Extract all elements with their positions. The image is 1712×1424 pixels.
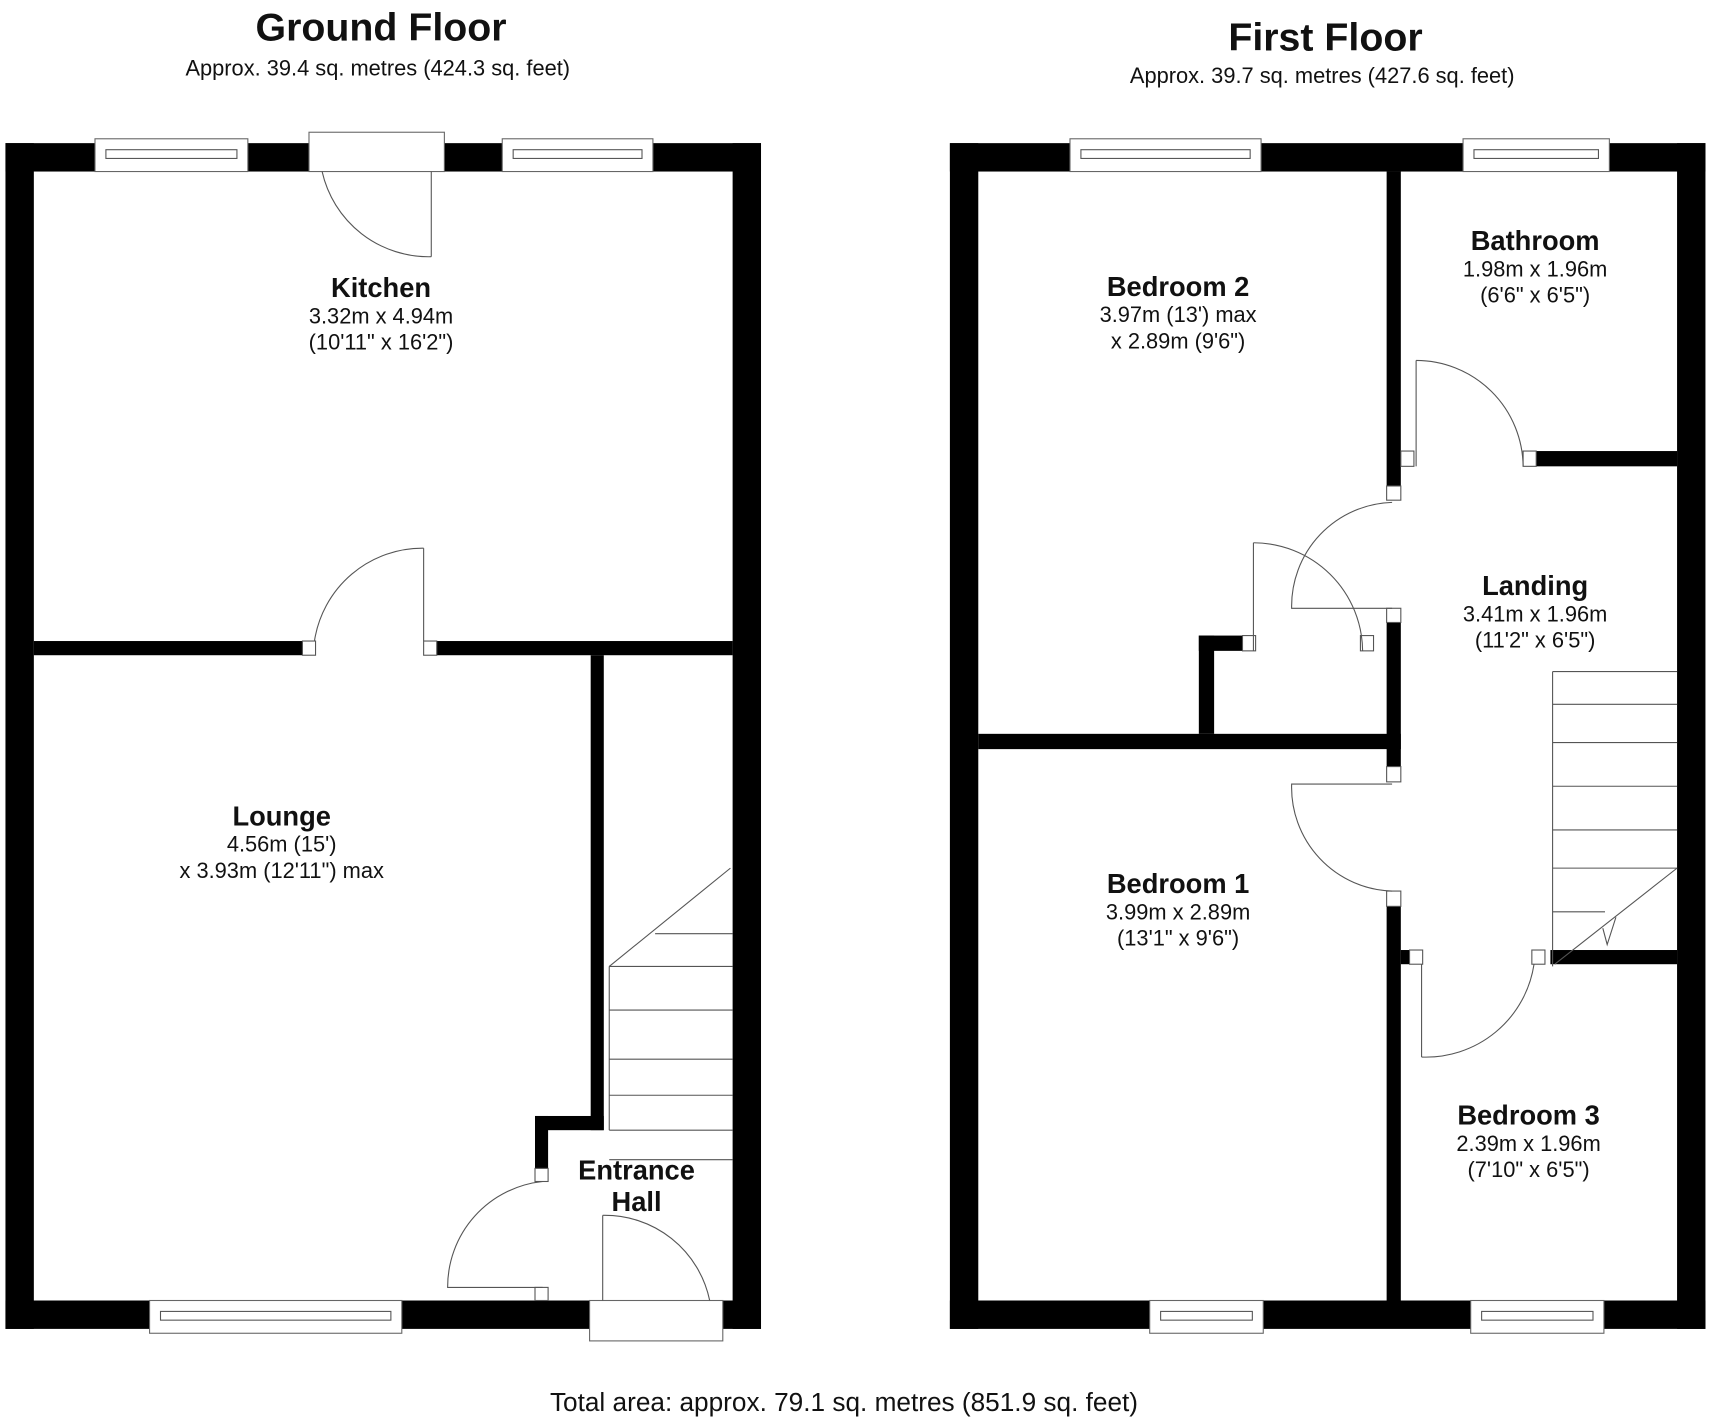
- room-name: Bedroom 2: [1107, 271, 1250, 302]
- room-name: Lounge: [232, 801, 330, 832]
- room-bedroom-1: Bedroom 1 3.99m x 2.89m (13'1" x 9'6"): [1106, 868, 1250, 950]
- room-dimensions: 3.32m x 4.94m: [309, 303, 453, 328]
- room-dimensions-imperial: (6'6" x 6'5"): [1480, 283, 1590, 308]
- ground-floor-stairs: [608, 867, 733, 1161]
- room-dimensions-imperial: (11'2" x 6'5"): [1475, 628, 1596, 653]
- first-floor-title: First Floor: [1228, 15, 1422, 59]
- room-landing: Landing 3.41m x 1.96m (11'2" x 6'5"): [1463, 570, 1607, 652]
- room-name: Bathroom: [1471, 225, 1600, 256]
- ground-floor-windows: [94, 138, 654, 1334]
- room-name: Kitchen: [331, 272, 431, 303]
- room-dimensions-imperial: (7'10" x 6'5"): [1468, 1157, 1590, 1182]
- room-lounge: Lounge 4.56m (15') x 3.93m (12'11") max: [179, 801, 383, 883]
- room-name: Landing: [1482, 570, 1588, 601]
- first-floor-stairs: [1552, 671, 1678, 967]
- first-floor-plan: First Floor Approx. 39.7 sq. metres (427…: [949, 15, 1706, 1334]
- room-dimensions: 3.99m x 2.89m: [1106, 899, 1250, 924]
- room-kitchen: Kitchen 3.32m x 4.94m (10'11" x 16'2"): [309, 272, 454, 354]
- room-name-line2: Hall: [612, 1186, 662, 1217]
- room-name: Bedroom 1: [1107, 868, 1250, 899]
- first-floor-area: Approx. 39.7 sq. metres (427.6 sq. feet): [1130, 63, 1515, 88]
- room-dimensions: 1.98m x 1.96m: [1463, 256, 1607, 281]
- ground-floor-doors: [301, 131, 724, 1342]
- first-floor-doors: [1241, 359, 1546, 1058]
- room-entrance-hall: Entrance Hall: [578, 1154, 695, 1217]
- room-dimensions-imperial: (10'11" x 16'2"): [309, 330, 454, 355]
- room-bathroom: Bathroom 1.98m x 1.96m (6'6" x 6'5"): [1463, 225, 1607, 307]
- room-dimensions-2: x 2.89m (9'6"): [1111, 328, 1245, 353]
- room-name: Entrance: [578, 1154, 695, 1185]
- room-name: Bedroom 3: [1457, 1100, 1600, 1131]
- ground-floor-area: Approx. 39.4 sq. metres (424.3 sq. feet): [185, 55, 570, 80]
- room-dimensions: 2.39m x 1.96m: [1456, 1131, 1600, 1156]
- total-area: Total area: approx. 79.1 sq. metres (851…: [550, 1387, 1138, 1417]
- room-dimensions: 3.41m x 1.96m: [1463, 601, 1607, 626]
- room-dimensions: 4.56m (15'): [227, 832, 337, 857]
- ground-floor-plan: Ground Floor Approx. 39.4 sq. metres (42…: [5, 6, 762, 1342]
- first-floor-windows: [1069, 138, 1610, 1334]
- room-bedroom-3: Bedroom 3 2.39m x 1.96m (7'10" x 6'5"): [1456, 1100, 1600, 1182]
- room-dimensions-imperial: (13'1" x 9'6"): [1117, 926, 1239, 951]
- room-dimensions: 3.97m (13') max: [1100, 302, 1257, 327]
- room-bedroom-2: Bedroom 2 3.97m (13') max x 2.89m (9'6"): [1100, 271, 1257, 353]
- room-dimensions-max: x 3.93m (12'11") max: [179, 858, 383, 883]
- ground-floor-title: Ground Floor: [256, 6, 507, 50]
